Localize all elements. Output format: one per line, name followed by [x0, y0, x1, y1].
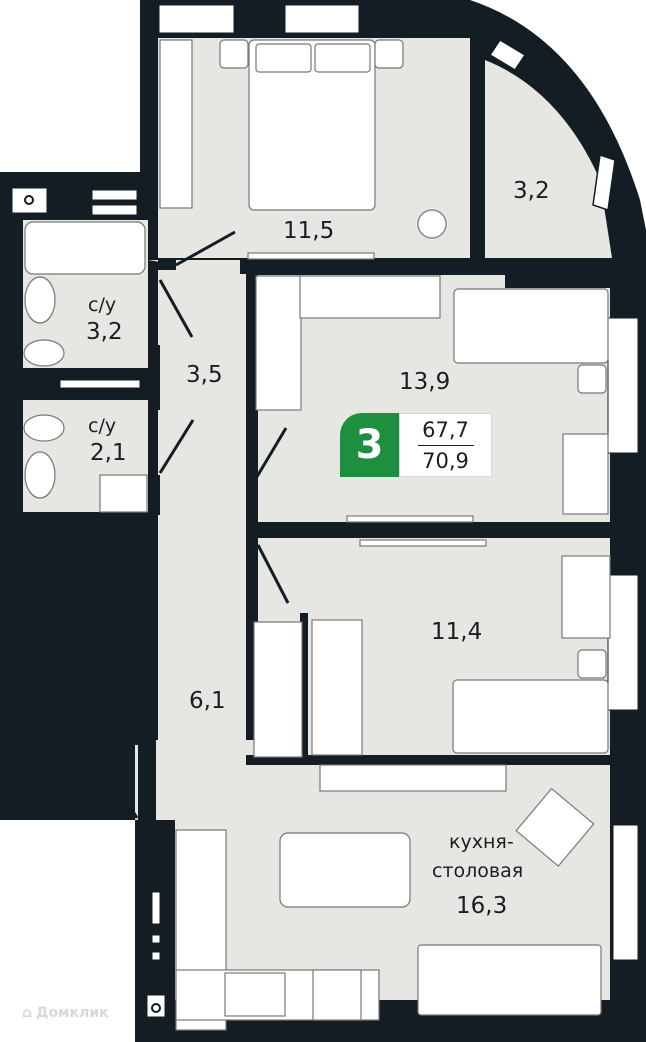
single-bed	[452, 679, 609, 754]
room-area-corridor: 3,5	[186, 362, 223, 388]
washing-machine	[99, 474, 148, 513]
sink	[24, 451, 56, 499]
desk	[562, 433, 609, 515]
window	[158, 4, 235, 34]
sink	[24, 276, 56, 324]
sink	[224, 972, 286, 1017]
tv-stand	[346, 515, 474, 523]
window	[612, 824, 639, 961]
room-area-bedroom-2: 13,9	[399, 369, 451, 395]
room-area-kitchen: 16,3	[456, 893, 508, 919]
room-name-kitchen-line1: кухня-	[449, 831, 514, 853]
window	[284, 4, 360, 34]
dining-table	[279, 832, 411, 908]
watermark-text: Домклик	[36, 1005, 109, 1021]
double-bed	[248, 39, 376, 211]
wardrobe	[159, 39, 193, 209]
living-area: 67,7	[422, 417, 469, 442]
watermark: ⌂ Домклик	[22, 1005, 109, 1021]
room-name-bathroom-2: с/у	[88, 415, 117, 437]
tv-stand	[319, 764, 507, 792]
wardrobe	[299, 275, 441, 319]
room-name-bathroom-1: с/у	[88, 294, 117, 316]
room-area-balcony: 3,2	[513, 178, 550, 204]
divider	[417, 444, 474, 446]
rooms-count: 3	[340, 413, 399, 477]
room-area-bathroom-2: 2,1	[90, 440, 127, 466]
single-bed	[453, 288, 609, 364]
room-name-kitchen-line2: столовая	[432, 860, 524, 882]
room-area-bathroom-1: 3,2	[86, 319, 123, 345]
room-area-bedroom-3: 11,4	[431, 619, 483, 645]
toilet	[23, 414, 65, 442]
wardrobe	[255, 275, 302, 411]
total-area: 70,9	[422, 448, 469, 473]
room-area-bedroom-main: 11,5	[283, 218, 335, 244]
window	[607, 574, 639, 711]
window	[607, 317, 639, 454]
sofa	[417, 944, 602, 1016]
bathtub	[24, 221, 146, 275]
area-summary: 67,7 70,9	[399, 413, 492, 477]
apartment-badge: 3 67,7 70,9	[340, 413, 492, 477]
tv-stand	[359, 539, 487, 547]
wardrobe	[311, 619, 363, 756]
plant	[417, 209, 447, 239]
armchair	[515, 787, 595, 867]
house-logo-icon: ⌂	[22, 1005, 33, 1021]
stove	[312, 969, 362, 1021]
toilet	[23, 339, 65, 367]
tv-stand	[247, 252, 375, 260]
desk	[561, 555, 611, 639]
room-area-hallway: 6,1	[189, 688, 226, 714]
wardrobe	[253, 621, 303, 758]
